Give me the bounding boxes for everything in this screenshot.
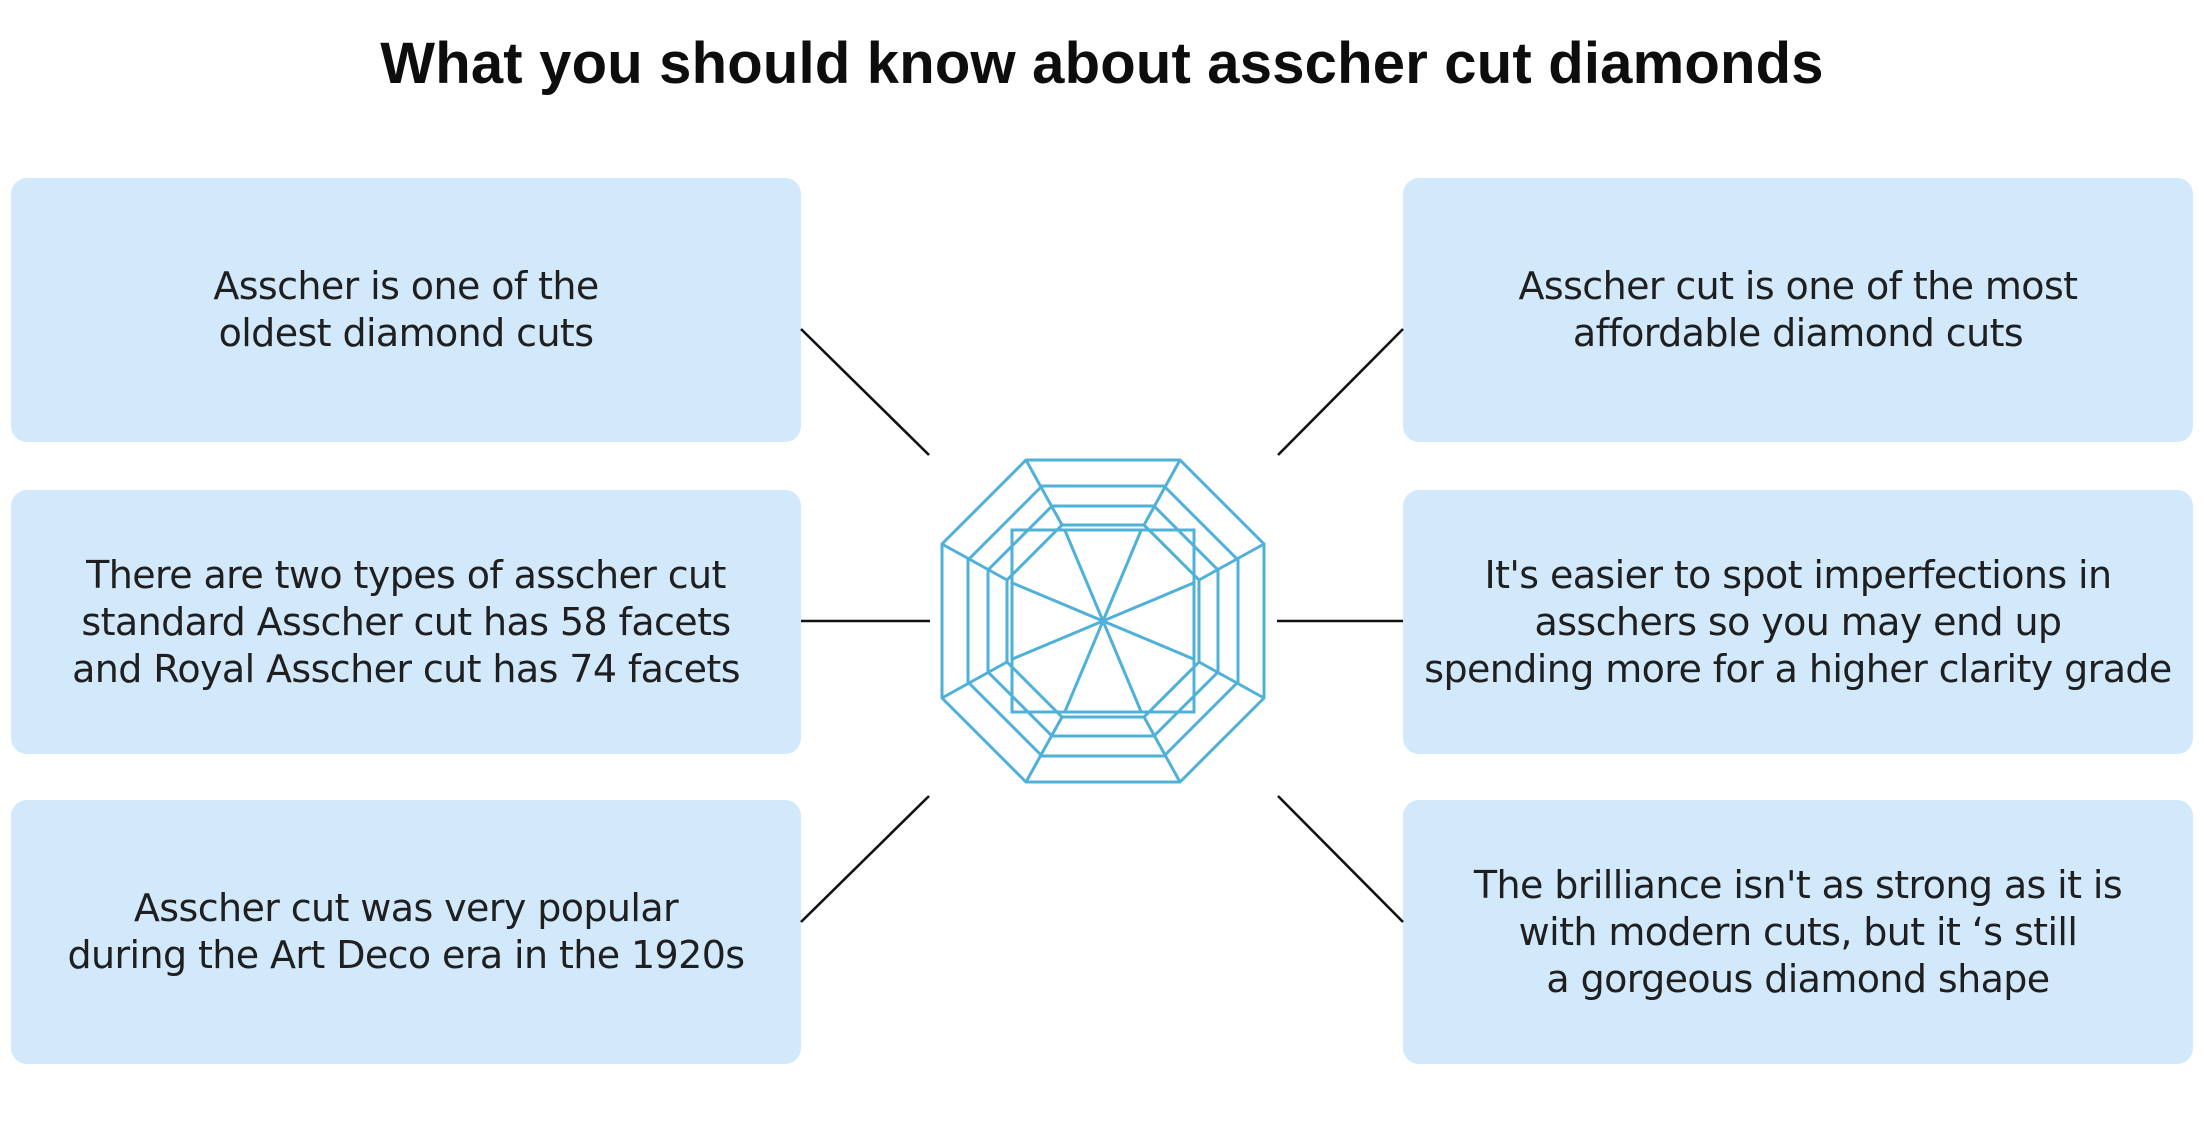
diamond-star-facet	[1102, 581, 1195, 623]
fact-line: a gorgeous diamond shape	[1546, 956, 2050, 1001]
diamond-facet-line	[941, 542, 1008, 582]
fact-card-brilliance: The brilliance isn't as strong as it is …	[1403, 800, 2193, 1064]
fact-line: It's easier to spot imperfections in	[1484, 552, 2113, 597]
fact-text: The brilliance isn't as strong as it is …	[1473, 862, 2123, 1003]
fact-line: affordable diamond cuts	[1572, 311, 2024, 355]
asscher-diamond-icon	[940, 458, 1266, 784]
connector-line	[1277, 328, 1404, 456]
fact-line: with modern cuts, but it ‘s still	[1518, 909, 2078, 954]
fact-text: Asscher is one of the oldest diamond cut…	[213, 263, 599, 357]
fact-text: Asscher cut is one of the most affordabl…	[1518, 263, 2079, 357]
fact-card-oldest: Asscher is one of the oldest diamond cut…	[11, 178, 801, 442]
fact-card-imperfections: It's easier to spot imperfections in ass…	[1403, 490, 2193, 754]
fact-line: Asscher cut is one of the most	[1518, 264, 2079, 308]
fact-text: Asscher cut was very popular during the …	[67, 885, 745, 979]
diamond-star-facet	[1101, 529, 1143, 622]
diamond-facet-line	[1142, 716, 1182, 783]
fact-card-art-deco: Asscher cut was very popular during the …	[11, 800, 801, 1064]
diamond-star-facet	[1011, 619, 1104, 661]
connector-line	[800, 328, 930, 456]
fact-text: There are two types of asscher cut stand…	[72, 552, 740, 693]
diamond-step-ring	[1005, 523, 1201, 719]
fact-line: oldest diamond cuts	[218, 311, 594, 355]
diamond-star-facet	[1102, 619, 1195, 661]
connector-line	[1277, 795, 1404, 923]
diamond-outline	[940, 458, 1266, 784]
fact-card-two-types: There are two types of asscher cut stand…	[11, 490, 801, 754]
fact-line: during the Art Deco era in the 1920s	[67, 933, 745, 977]
diamond-star-facet	[1101, 620, 1143, 713]
fact-line: spending more for a higher clarity grade	[1424, 646, 2172, 691]
connector-line	[800, 795, 930, 923]
fact-text: It's easier to spot imperfections in ass…	[1424, 552, 2172, 693]
page-title: What you should know about asscher cut d…	[380, 31, 1824, 96]
fact-line: There are two types of asscher cut	[86, 552, 726, 597]
diamond-facet-line	[1024, 459, 1064, 526]
diamond-facet-line	[1142, 459, 1182, 526]
diamond-facet-line	[1198, 660, 1265, 700]
fact-line: asschers so you may end up	[1534, 599, 2063, 644]
diamond-step-ring	[986, 504, 1220, 738]
fact-line: Asscher is one of the	[213, 264, 599, 308]
fact-line: and Royal Asscher cut has 74 facets	[72, 646, 740, 691]
fact-card-affordable: Asscher cut is one of the most affordabl…	[1403, 178, 2193, 442]
fact-line: Asscher cut was very popular	[133, 886, 679, 930]
fact-line: The brilliance isn't as strong as it is	[1473, 862, 2123, 907]
diamond-star-facet	[1011, 581, 1104, 623]
diamond-facet-line	[941, 660, 1008, 700]
diamond-table	[1010, 528, 1196, 714]
fact-line: standard Asscher cut has 58 facets	[81, 599, 731, 644]
diamond-star-facet	[1063, 529, 1105, 622]
diamond-star-facet	[1063, 620, 1105, 713]
diamond-facet-line	[1024, 716, 1064, 783]
diamond-facet-line	[1198, 542, 1265, 582]
diamond-step-ring	[966, 484, 1240, 758]
connector-lines	[800, 328, 1404, 923]
